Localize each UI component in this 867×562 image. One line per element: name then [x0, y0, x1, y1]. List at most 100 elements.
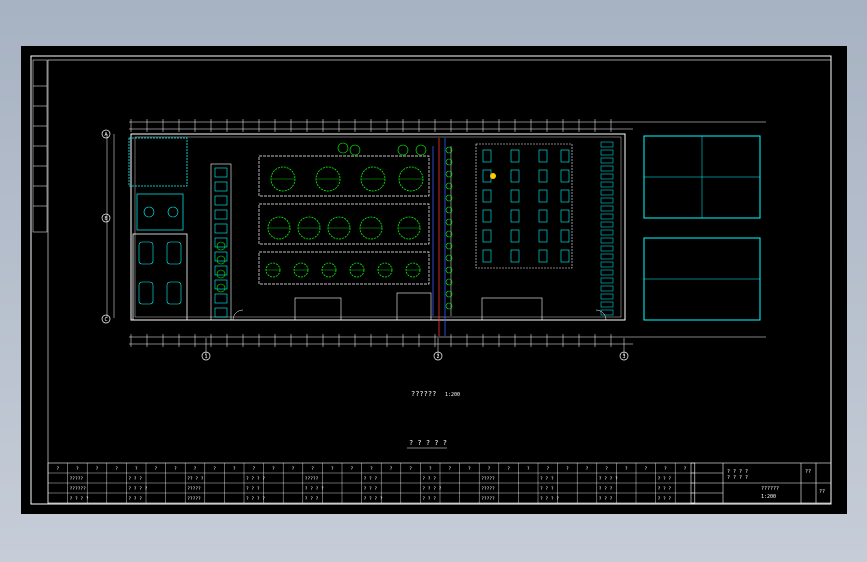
pump-icon: [143, 206, 155, 218]
cabinet-box: [600, 173, 614, 180]
legend-cell: ?????: [481, 496, 495, 502]
legend-header-cell: ?: [115, 466, 118, 472]
svg-text:3: 3: [622, 354, 625, 360]
title-block: [690, 462, 832, 504]
equipment-box: [214, 293, 228, 304]
plan-label: ??????: [411, 390, 436, 398]
legend-cell: ?????: [187, 496, 201, 502]
legend-header-cell: ?: [468, 466, 471, 472]
grid-bubble-1: 1: [201, 338, 211, 361]
equipment-box: [214, 209, 228, 220]
row-bubble-a: A: [101, 129, 111, 139]
legend-header-cell: ?: [76, 466, 79, 472]
piping: [432, 138, 452, 336]
cabinet-box: [600, 269, 614, 276]
row-bubble-c: C: [101, 314, 111, 324]
legend-header-cell: ?: [174, 466, 177, 472]
equipment-box: [510, 149, 520, 163]
cabinet-box: [600, 301, 614, 308]
legend-cell: ? ? ?: [599, 496, 613, 502]
tank-array: [265, 142, 427, 278]
tank-block: [138, 281, 154, 305]
legend-header-cell: ?: [429, 466, 432, 472]
legend-cell: ? ? ? ?: [364, 496, 383, 502]
legend-cell: ? ? ?: [658, 496, 672, 502]
equipment-column: [214, 167, 228, 318]
tank-icon: [216, 255, 226, 265]
cabinet-box: [600, 277, 614, 284]
tank-block: [138, 241, 154, 265]
left-room-top: [128, 137, 188, 187]
legend-header-cell: ?: [154, 466, 157, 472]
legend-header-cell: ?: [546, 466, 549, 472]
side-stamp: [32, 59, 48, 233]
equipment-box: [482, 229, 492, 243]
legend-header-cell: ?: [96, 466, 99, 472]
equipment-box: [482, 249, 492, 263]
equipment-box: [538, 189, 548, 203]
valve-icon: [445, 194, 453, 202]
legend-cell: ? ? ?: [246, 486, 260, 492]
legend-header-cell: ?: [409, 466, 412, 472]
dimension-lines: [106, 121, 766, 345]
cabinet-box: [600, 149, 614, 156]
legend-cell: ? ? ?: [128, 496, 142, 502]
tank-icon: [397, 144, 409, 156]
legend-cell: ?? ? ?: [187, 476, 204, 482]
corridor-column: [210, 163, 232, 321]
legend-header-cell: ?: [488, 466, 491, 472]
legend-cell: ? ? ?: [658, 486, 672, 492]
svg-text:1: 1: [204, 354, 207, 360]
cabinet-box: [600, 165, 614, 172]
equipment-box: [214, 265, 228, 276]
drawing-title: ? ? ? ? ?: [409, 439, 447, 447]
valve-icon: [445, 290, 453, 298]
legend-header-cell: ?: [605, 466, 608, 472]
legend-header-cell: ?: [311, 466, 314, 472]
cabinet-box: [600, 213, 614, 220]
legend-header-cell: ?: [664, 466, 667, 472]
valve-icon: [445, 302, 453, 310]
equipment-box: [510, 209, 520, 223]
legend-header-cell: ?: [566, 466, 569, 472]
legend-cell: ? ? ? ?: [246, 476, 265, 482]
plan-scale: 1:200: [445, 392, 460, 398]
legend-header-cell: ?: [370, 466, 373, 472]
equipment-box: [214, 195, 228, 206]
legend-header-cell: ?: [56, 466, 59, 472]
building-inner-wall: [134, 136, 622, 318]
legend-header-cell: ?: [644, 466, 647, 472]
equipment-box: [510, 249, 520, 263]
equipment-box: [538, 149, 548, 163]
valve-icon: [445, 182, 453, 190]
valve-icon: [445, 146, 453, 154]
equipment-box: [214, 181, 228, 192]
legend-header-cell: ?: [350, 466, 353, 472]
cabinet-box: [600, 229, 614, 236]
cabinet-box: [600, 285, 614, 292]
legend-header-cell: ?: [194, 466, 197, 472]
equipment-box: [560, 249, 570, 263]
legend-cell: ? ? ?: [128, 476, 142, 482]
grid-bubble-2: 2: [433, 338, 443, 361]
cabinet-box: [600, 141, 614, 148]
title-block-cell: ??????: [761, 486, 779, 492]
legend-cell: ?????: [187, 486, 201, 492]
pump-icon: [167, 206, 179, 218]
valve-icon: [445, 206, 453, 214]
tank-icon: [216, 241, 226, 251]
legend-header-cell: ?: [213, 466, 216, 472]
equipment-box: [214, 223, 228, 234]
legend-cell: ? ? ?: [422, 476, 436, 482]
legend-header-cell: ?: [625, 466, 628, 472]
tank-icon: [349, 144, 361, 156]
cabinet-box: [600, 189, 614, 196]
title-block-cell: ??: [805, 469, 811, 475]
equipment-box: [510, 229, 520, 243]
legend-cell: ? ? ?: [540, 486, 554, 492]
legend-header-cell: ?: [390, 466, 393, 472]
equipment-box: [214, 167, 228, 178]
legend-cell: ? ? ? ?: [246, 496, 265, 502]
equipment-box: [560, 189, 570, 203]
legend-header-cell: ?: [527, 466, 530, 472]
